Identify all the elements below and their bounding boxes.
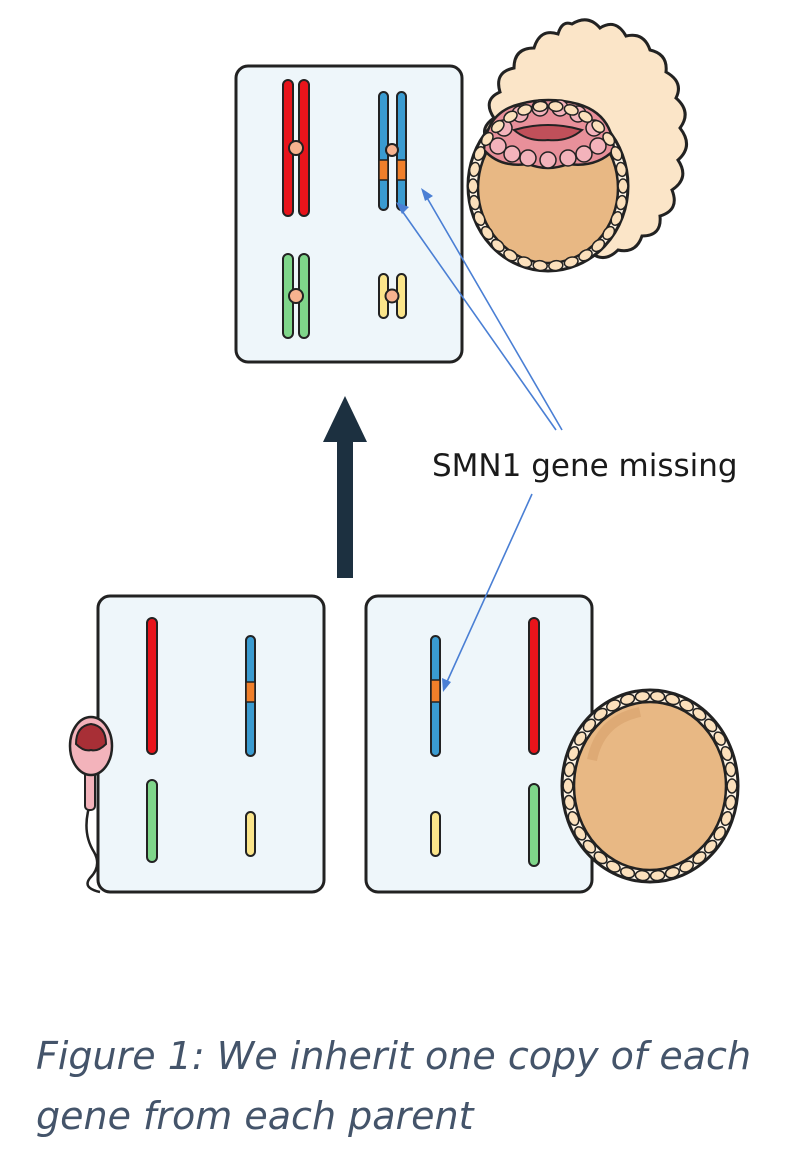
chromosome-yellow <box>245 811 256 857</box>
follicle-cell <box>634 869 651 882</box>
trophoblast-cell <box>563 256 579 268</box>
follicle-cell <box>593 707 608 721</box>
follicle-cell <box>679 699 694 712</box>
trophoblast-cell <box>563 104 579 116</box>
egg-cell-icon <box>560 688 740 884</box>
follicle-cell <box>724 761 737 778</box>
follicle-cell <box>726 778 738 794</box>
inner-cell <box>589 137 607 155</box>
annotation-arrows <box>396 188 563 692</box>
trophoblast-cell <box>578 249 593 262</box>
gene-segment-orange <box>396 159 407 181</box>
inner-cell <box>559 149 577 167</box>
trophoblast-cell <box>517 104 533 116</box>
inner-cell <box>503 145 521 163</box>
trophoblast-cell <box>473 211 486 226</box>
follicle-cell <box>606 860 621 873</box>
follicle-cell <box>563 794 576 811</box>
trophoblast-cell <box>490 119 505 134</box>
trophoblast-cell <box>473 146 486 161</box>
chromosome-yellow <box>430 811 441 857</box>
follicle-cell <box>724 794 737 811</box>
arrowhead <box>396 202 409 214</box>
trophoblast-cell <box>602 131 616 147</box>
trophoblast-cell <box>503 249 518 262</box>
follicle-cell <box>713 731 727 746</box>
smn1-annotation-label: SMN1 gene missing <box>432 448 738 484</box>
trophoblast-cell <box>615 194 628 211</box>
chromosome-red <box>528 617 540 755</box>
follicle-cell <box>567 810 580 827</box>
arrowhead <box>421 188 433 201</box>
gene-segment-orange <box>378 159 389 181</box>
trophoblast-cell <box>517 256 533 268</box>
chromosome-pair-yellow <box>378 273 407 319</box>
trophoblast-cell <box>503 110 518 123</box>
trophoblast-cell <box>591 119 606 134</box>
sperm-karyotype-panel <box>96 594 326 894</box>
follicle-cell <box>606 699 621 712</box>
trophoblast-cell <box>468 194 481 211</box>
chromosome-pair-blue <box>378 91 407 211</box>
follicle-cell <box>713 826 727 841</box>
inner-cell <box>519 149 537 167</box>
gene-segment-orange <box>245 681 256 703</box>
egg-karyotype-panel <box>364 594 594 894</box>
follicle-cell <box>720 745 733 762</box>
inner-cell <box>575 145 593 163</box>
inner-cell <box>539 151 557 169</box>
sperm-icon <box>68 715 114 894</box>
trophoblast-cell <box>532 100 548 113</box>
follicle-cell <box>619 866 636 879</box>
follicle-cell <box>649 869 666 882</box>
trophoblast-cell <box>548 100 564 113</box>
trophoblast-cell <box>591 238 606 253</box>
follicle-cell <box>582 718 597 733</box>
trophoblast-cell <box>610 211 623 226</box>
trophoblast-cell <box>480 131 494 147</box>
trophoblast-cell <box>548 259 564 272</box>
follicle-cell <box>692 851 707 865</box>
follicle-cell <box>679 860 694 873</box>
trophoblast-cell <box>617 178 629 194</box>
figure-caption: Figure 1: We inherit one copy of each ge… <box>36 1034 752 1138</box>
follicle-cell <box>563 761 576 778</box>
follicle-cell <box>562 778 574 794</box>
trophoblast-cell <box>610 146 623 161</box>
follicle-cell <box>649 690 666 703</box>
trophoblast-cell <box>615 161 628 178</box>
trophoblast-cell <box>532 259 548 272</box>
follicle-cell <box>664 693 681 706</box>
chromosome-pair-green <box>282 253 310 339</box>
chromosome-green <box>528 783 540 867</box>
chromosome-green <box>146 779 158 863</box>
gene-segment-orange <box>430 679 441 703</box>
inheritance-arrow-icon <box>323 396 367 578</box>
follicle-cell <box>573 731 587 746</box>
follicle-cell <box>593 851 608 865</box>
trophoblast-cell <box>480 225 494 241</box>
follicle-cell <box>720 810 733 827</box>
trophoblast-cell <box>490 238 505 253</box>
follicle-cell <box>619 693 636 706</box>
trophoblast-cell <box>578 110 593 123</box>
trophoblast-cell <box>467 178 479 194</box>
zygote-karyotype-panel <box>234 64 464 364</box>
trophoblast-cell <box>468 161 481 178</box>
trophoblast-cell <box>602 225 616 241</box>
follicle-cell <box>634 690 651 703</box>
chromosome-pair-red <box>282 79 310 217</box>
follicle-cell <box>703 718 718 733</box>
follicle-cell <box>567 745 580 762</box>
blastocyst-icon <box>466 18 688 273</box>
chromosome-red <box>146 617 158 755</box>
arrowhead <box>442 678 451 692</box>
follicle-cell <box>692 707 707 721</box>
follicle-cell <box>582 839 597 854</box>
inner-cell <box>489 137 507 155</box>
follicle-cell <box>703 839 718 854</box>
follicle-cell <box>573 826 587 841</box>
follicle-cell <box>664 866 681 879</box>
